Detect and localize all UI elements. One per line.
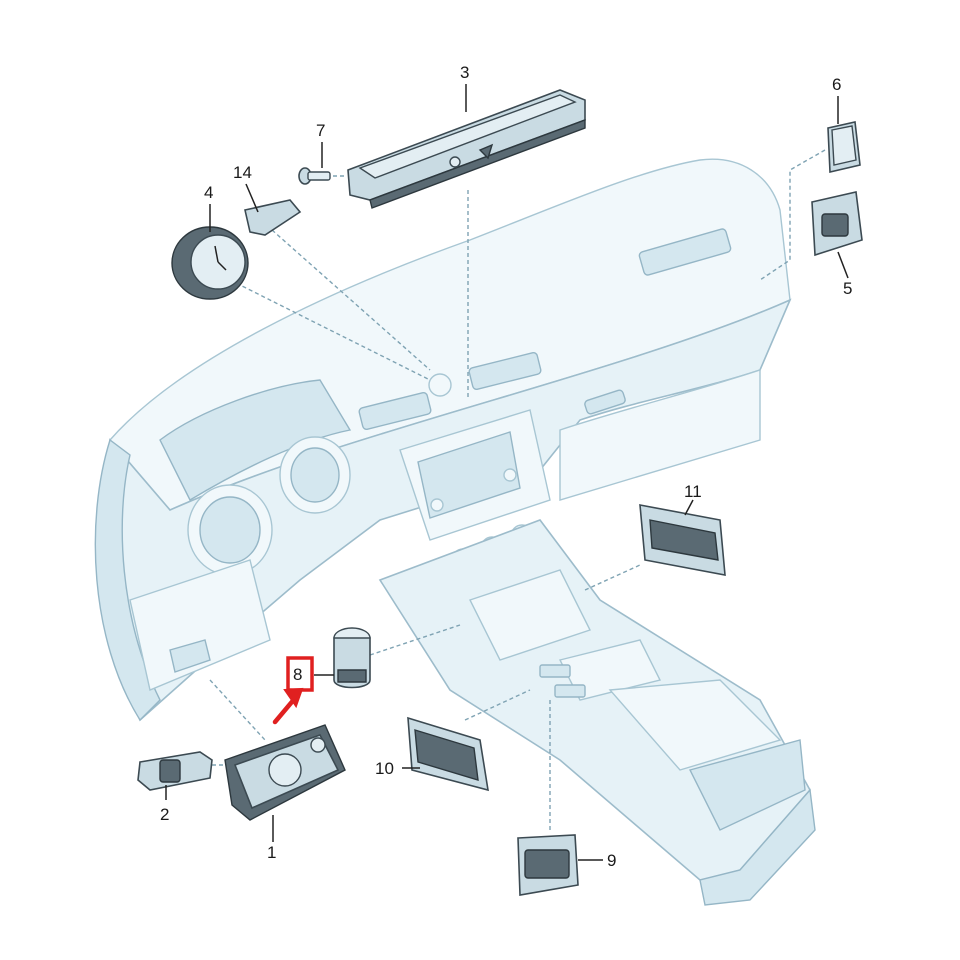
- part-14-clip: [244, 199, 302, 236]
- callout-4-label: 4: [204, 183, 214, 202]
- callout-8: 8: [293, 665, 303, 684]
- part-2-sensor: [137, 751, 213, 791]
- center-console: [378, 519, 816, 906]
- part-9-switch: [517, 834, 579, 896]
- callout-3: 3: [460, 63, 470, 82]
- connector-lines: [209, 149, 826, 830]
- callout-9: 9: [607, 851, 617, 870]
- part-5-switch: [811, 191, 863, 257]
- callout-10: 10: [375, 759, 394, 778]
- callout-5: 5: [843, 279, 853, 298]
- callout-2: 2: [160, 805, 170, 824]
- callout-6: 6: [832, 75, 842, 94]
- part-4-clock: [171, 226, 249, 300]
- callout-11: 11: [684, 482, 702, 501]
- part-3-switch-panel: [347, 89, 586, 209]
- dashboard-body: [94, 158, 792, 722]
- part-11-switch-block: [639, 504, 726, 576]
- leader-lines: [165, 84, 849, 861]
- part-1-light-switch: [224, 724, 346, 821]
- highlight-8: [272, 656, 314, 725]
- part-10-switch-block: [407, 716, 489, 792]
- part-6-cover: [827, 121, 861, 173]
- part-7-screw: [298, 167, 331, 185]
- part-8-socket: [333, 627, 371, 689]
- callout-14: 14: [233, 163, 252, 182]
- callout-7: 7: [316, 121, 326, 140]
- callout-1: 1: [267, 843, 277, 862]
